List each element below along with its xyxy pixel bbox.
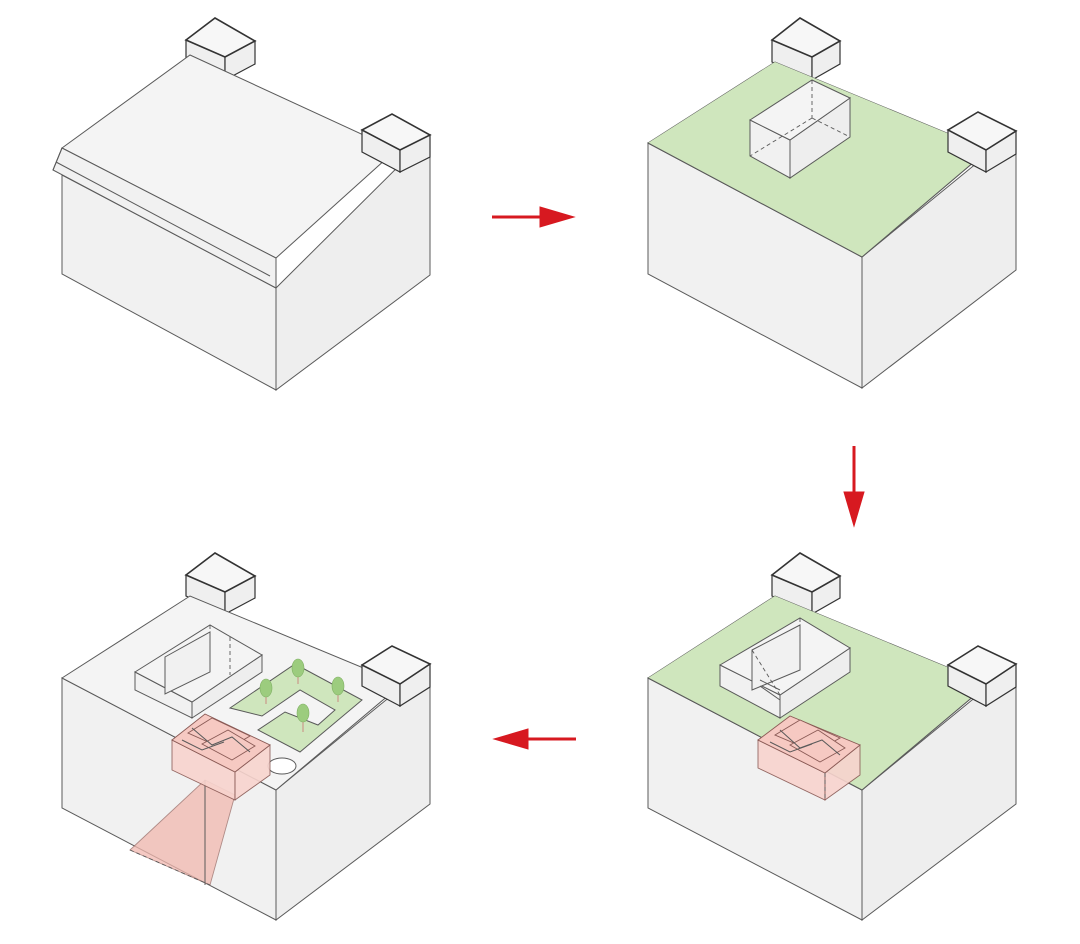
tree-icon <box>296 703 310 732</box>
chimney-front <box>360 113 432 173</box>
chimney-back <box>184 552 257 615</box>
rooftop-box <box>718 617 851 719</box>
green-roof <box>648 62 988 257</box>
rooftop-box <box>748 79 851 179</box>
building-right-wall <box>275 133 431 391</box>
tree-icon <box>259 678 273 704</box>
chimney-back <box>770 17 842 82</box>
arrow-right-icon <box>492 206 576 228</box>
tree-icon <box>331 676 345 702</box>
tree-icon <box>291 658 305 684</box>
pink-volume <box>757 715 861 801</box>
panel-pink-volume <box>647 552 1018 922</box>
rooftop-box <box>133 624 263 719</box>
panel-courtyard <box>61 552 432 922</box>
pink-volume <box>171 713 271 801</box>
panel-green-roof <box>647 17 1018 390</box>
chimney-back <box>770 552 842 616</box>
chimney-front <box>946 111 1018 174</box>
panel-original-building <box>52 17 432 391</box>
chimney-front <box>946 645 1018 708</box>
chimney-front <box>360 645 432 708</box>
arrow-left-icon <box>492 728 576 750</box>
arrow-down-icon <box>843 446 865 528</box>
